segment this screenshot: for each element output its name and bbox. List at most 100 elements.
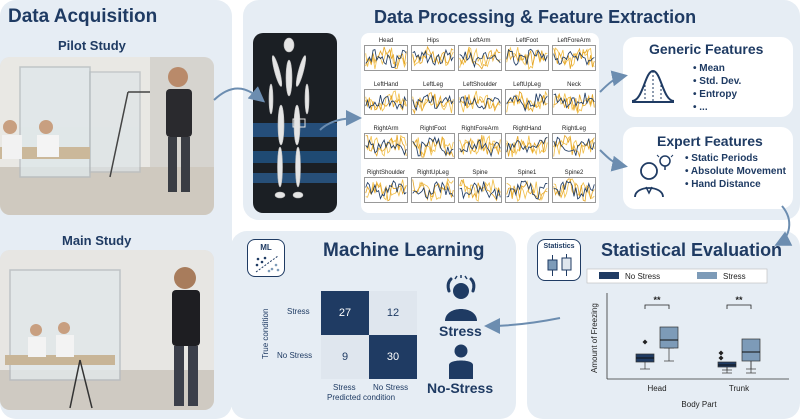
col-label-nostress: No Stress — [373, 383, 409, 392]
boxplot-icon — [547, 254, 572, 276]
signal-plot: Spine — [458, 169, 502, 203]
signal-plot-label: RightLeg — [561, 126, 587, 132]
arrow-processing-to-stats — [774, 205, 793, 246]
matrix-cell: 27 — [321, 291, 369, 335]
signal-line — [459, 51, 501, 69]
signal-line — [365, 49, 407, 68]
arrow-skeleton-to-grid — [319, 110, 362, 131]
processing-panel: Data Processing & Feature Extraction — [243, 0, 800, 220]
significance-bracket — [726, 304, 752, 309]
main-study-label: Main Study — [62, 233, 132, 248]
signal-line — [506, 180, 548, 201]
signal-line — [506, 136, 548, 154]
signal-line — [412, 178, 454, 202]
signal-line — [365, 180, 407, 202]
signal-line — [459, 181, 501, 200]
signal-line — [365, 94, 407, 111]
legend-swatch-nostress — [599, 272, 619, 279]
classification-icon — [255, 255, 280, 273]
signal-plot: LeftUpLeg — [505, 81, 549, 115]
box-rect — [741, 338, 761, 362]
signal-line — [506, 90, 548, 113]
signal-line — [365, 138, 407, 156]
data-acquisition-panel: Data Acquisition Pilot Study Main Study — [0, 0, 232, 419]
legend-label-stress: Stress — [723, 272, 746, 281]
legend-label-nostress: No Stress — [625, 272, 660, 281]
arrow-stats-to-ml — [484, 317, 561, 334]
signal-line — [365, 94, 407, 110]
row-label-stress: Stress — [287, 307, 310, 316]
signal-line — [553, 47, 595, 69]
expert-features-list: Static Periods Absolute Movement Hand Di… — [685, 152, 789, 191]
machine-learning-panel: ML Machine Learning True condition Stres… — [231, 231, 516, 419]
signal-plot-label: RightForeArm — [461, 126, 499, 132]
generic-features-box: Generic Features Mean Std. Dev. Entropy … — [623, 37, 793, 117]
stressed-person-icon — [445, 275, 477, 321]
signal-plot: RightHand — [505, 125, 549, 159]
statistics-badge: Statistics — [537, 239, 581, 281]
processing-title: Data Processing & Feature Extraction — [374, 7, 697, 27]
signal-plot-label: LeftFoot — [515, 38, 538, 44]
arrow-grid-to-expert — [599, 149, 628, 172]
signal-line — [365, 180, 407, 200]
signal-line — [553, 136, 595, 156]
signal-line — [506, 136, 548, 157]
signal-plot-label: Hips — [426, 38, 439, 44]
y-axis-label: Amount of Freezing — [590, 303, 599, 373]
acquisition-title: Data Acquisition — [8, 6, 158, 27]
signal-line — [365, 179, 407, 201]
main-study-photo — [0, 250, 214, 410]
signal-line — [459, 48, 501, 70]
x-axis-title: Predicted condition — [327, 393, 396, 402]
matrix-cell: 9 — [321, 335, 369, 379]
signal-plot: RightArm — [364, 125, 408, 159]
legend-swatch-stress — [697, 272, 717, 279]
outlier-point — [718, 350, 724, 356]
expert-features-box: Expert Features Static Periods Absolute … — [623, 127, 793, 209]
signal-line — [412, 179, 454, 201]
row-label-nostress: No Stress — [277, 351, 313, 360]
statistical-evaluation-panel: Statistics Statistical Evaluation No Str… — [527, 231, 800, 419]
signal-line — [459, 179, 501, 202]
matrix-cell: 30 — [369, 335, 417, 379]
signal-plot-label: LeftUpLeg — [513, 82, 541, 88]
signal-line — [553, 50, 595, 66]
signal-line — [459, 94, 501, 112]
signal-plot-label: RightHand — [512, 126, 542, 132]
signal-plot-label: Spine1 — [517, 170, 537, 176]
ml-badge: ML — [247, 239, 285, 277]
signal-plot: RightForeArm — [458, 125, 502, 159]
signal-plot-label: LeftLeg — [422, 82, 444, 88]
signal-line — [412, 181, 454, 200]
signal-line — [553, 134, 595, 158]
signal-plot: Head — [364, 37, 408, 71]
signal-line — [506, 48, 548, 66]
signal-line — [459, 138, 501, 158]
signal-line — [506, 93, 548, 112]
x-axis-label: Body Part — [681, 400, 717, 409]
relaxed-person-icon — [449, 344, 473, 379]
signal-plot-label: LeftArm — [469, 38, 491, 44]
generic-features-list: Mean Std. Dev. Entropy ... — [693, 62, 741, 114]
box-rect — [659, 326, 679, 349]
signal-plot-label: RightShoulder — [366, 170, 406, 176]
signal-plot: LeftHand — [364, 81, 408, 115]
signal-plot-label: RightFoot — [419, 126, 446, 132]
signal-plot: Hips — [411, 37, 455, 71]
signal-line — [412, 136, 454, 158]
skeleton-visualization — [253, 33, 337, 213]
signal-plot-label: Spine2 — [564, 170, 584, 176]
signal-line — [459, 96, 501, 110]
pilot-study-photo — [0, 57, 214, 215]
signal-plot-label: Head — [378, 38, 394, 44]
signal-plot-label: LeftForeArm — [557, 38, 591, 44]
stress-label: Stress — [439, 323, 482, 339]
generic-feature-item: Entropy — [693, 88, 741, 101]
legend-box — [586, 268, 768, 284]
signal-line — [412, 46, 454, 65]
signal-line — [365, 46, 407, 70]
signal-line — [459, 178, 501, 202]
expert-person-icon — [634, 154, 674, 198]
pilot-study-label: Pilot Study — [58, 38, 126, 53]
